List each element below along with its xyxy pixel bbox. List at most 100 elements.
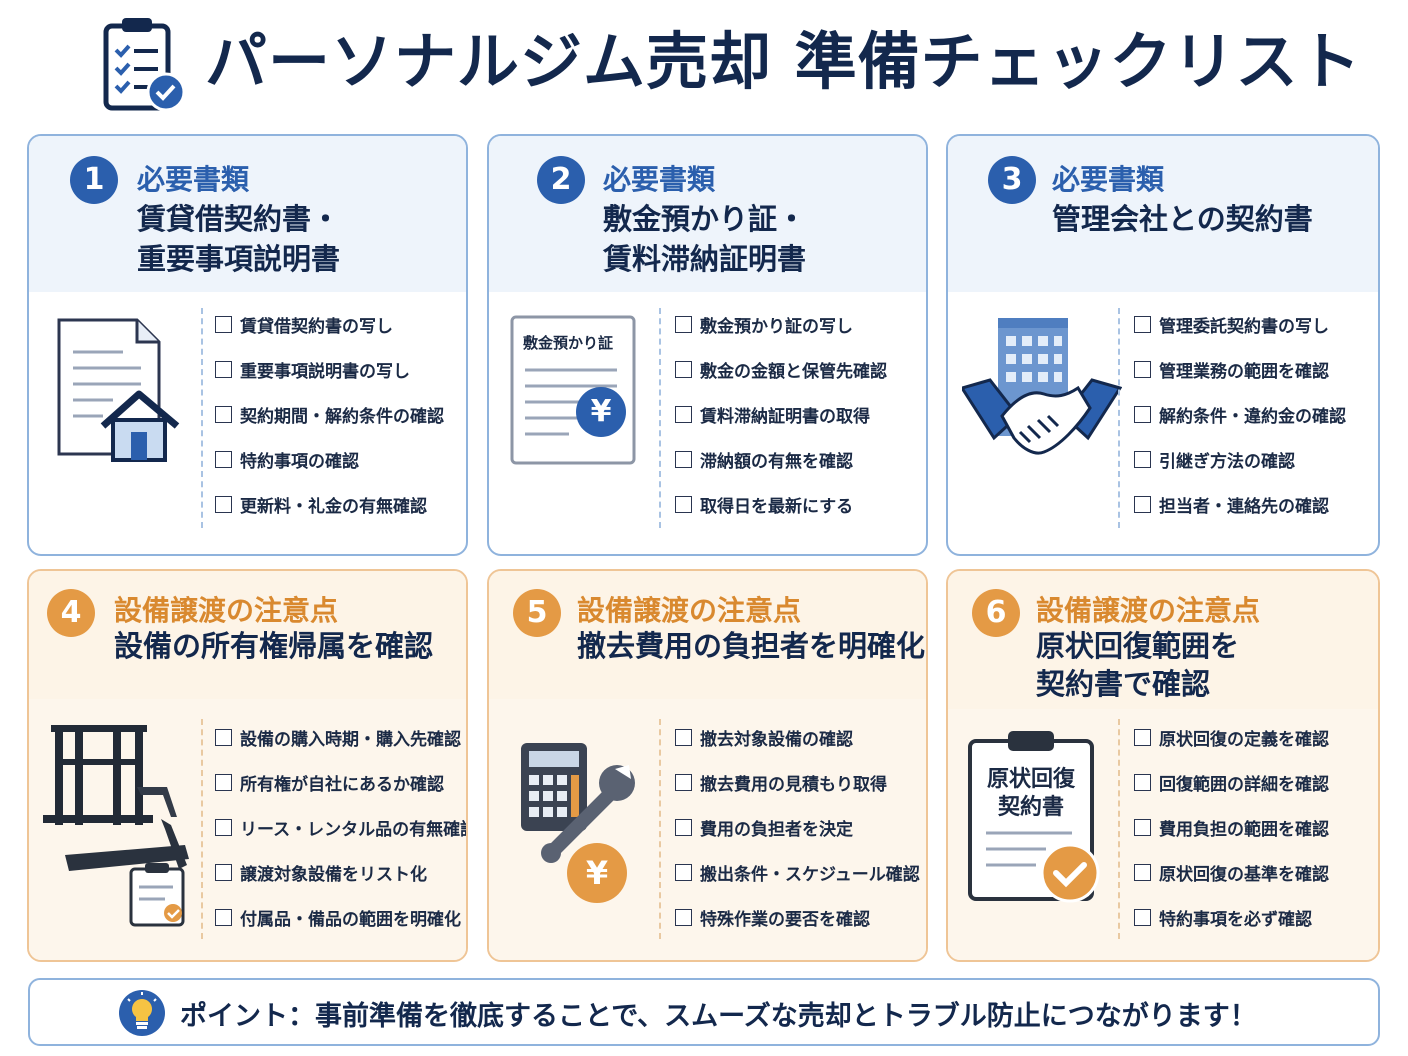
card-category: 必要書類 (603, 163, 716, 196)
card-title-line: 賃料滞納証明書 (603, 242, 807, 276)
checklist-item[interactable]: 担当者・連絡先の確認 (1134, 482, 1346, 527)
card-title-line: 管理会社との契約書 (1052, 202, 1313, 236)
checklist-item[interactable]: 譲渡対象設備をリスト化 (215, 850, 466, 895)
receipt-shape (510, 315, 636, 465)
dashed-divider (1118, 719, 1120, 939)
card-title-line: 賃貸借契約書・ (137, 202, 341, 236)
point-footer: ポイント：事前準備を徹底することで、スムーズな売却とトラブル防止につながります！ (28, 978, 1380, 1046)
checklist-item[interactable]: 撤去費用の見積もり取得 (675, 760, 920, 805)
checklist-item[interactable]: 撤去対象設備の確認 (675, 715, 920, 760)
checkbox[interactable] (1134, 316, 1151, 333)
checkbox[interactable] (1134, 864, 1151, 881)
card-5: 5 設備譲渡の注意点 撤去費用の負担者を明確化 ¥ 撤去対象設備の確認 撤去費用… (487, 569, 928, 962)
calculator-wrench-icon: ¥ (515, 739, 645, 907)
checklist: 撤去対象設備の確認 撤去費用の見積もり取得 費用の負担者を決定 搬出条件・スケジ… (675, 715, 920, 940)
checkbox[interactable] (215, 361, 232, 378)
dashed-divider (1118, 308, 1120, 528)
checkbox[interactable] (675, 451, 692, 468)
gym-equipment-icon (43, 725, 189, 927)
checklist-item[interactable]: 重要事項説明書の写し (215, 347, 444, 392)
checklist-item[interactable]: リース・レンタル品の有無確認 (215, 805, 466, 850)
card-6: 6 設備譲渡の注意点 原状回復範囲を 契約書で確認 原状回復 契約書 原状回復の… (946, 569, 1380, 962)
card-header (29, 571, 466, 699)
checklist-item[interactable]: 更新料・礼金の有無確認 (215, 482, 444, 527)
checkbox[interactable] (675, 316, 692, 333)
checkbox[interactable] (675, 406, 692, 423)
checkbox[interactable] (675, 864, 692, 881)
checklist-item[interactable]: 搬出条件・スケジュール確認 (675, 850, 920, 895)
checklist-item[interactable]: 取得日を最新にする (675, 482, 887, 527)
checkbox[interactable] (215, 451, 232, 468)
card-4: 4 設備譲渡の注意点 設備の所有権帰属を確認 設備の購入時期・購入先確認 所有権… (27, 569, 468, 962)
dashed-divider (659, 308, 661, 528)
card-title-line: 重要事項説明書 (137, 242, 341, 276)
checkbox[interactable] (675, 774, 692, 791)
checklist-item[interactable]: 契約期間・解約条件の確認 (215, 392, 444, 437)
checklist-item[interactable]: 回復範囲の詳細を確認 (1134, 760, 1329, 805)
checkbox[interactable] (215, 406, 232, 423)
lightbulb-icon (119, 990, 165, 1036)
checkbox[interactable] (215, 496, 232, 513)
checklist: 管理委託契約書の写し 管理業務の範囲を確認 解約条件・違約金の確認 引継ぎ方法の… (1134, 302, 1346, 527)
card-category: 必要書類 (137, 163, 250, 196)
checklist-item[interactable]: 賃貸借契約書の写し (215, 302, 444, 347)
document-house-icon (57, 318, 180, 462)
checklist: 賃貸借契約書の写し 重要事項説明書の写し 契約期間・解約条件の確認 特約事項の確… (215, 302, 444, 527)
clipboard-shape (968, 731, 1100, 903)
checklist-item[interactable]: 原状回復の基準を確認 (1134, 850, 1329, 895)
checklist-item[interactable]: 敷金預かり証の写し (675, 302, 887, 347)
checklist: 敷金預かり証の写し 敷金の金額と保管先確認 賃料滞納証明書の取得 滞納額の有無を… (675, 302, 887, 527)
dashed-divider (659, 719, 661, 939)
checklist-item[interactable]: 滞納額の有無を確認 (675, 437, 887, 482)
checkbox[interactable] (215, 909, 232, 926)
card-category: 設備譲渡の注意点 (1036, 594, 1261, 627)
checkbox[interactable] (215, 316, 232, 333)
checklist-item[interactable]: 引継ぎ方法の確認 (1134, 437, 1346, 482)
checkbox[interactable] (675, 819, 692, 836)
dashed-divider (201, 719, 203, 939)
checkbox[interactable] (215, 729, 232, 746)
checklist-item[interactable]: 費用の負担者を決定 (675, 805, 920, 850)
checkbox[interactable] (1134, 496, 1151, 513)
checkbox[interactable] (1134, 729, 1151, 746)
checklist-item[interactable]: 管理委託契約書の写し (1134, 302, 1346, 347)
checklist-item[interactable]: 費用負担の範囲を確認 (1134, 805, 1329, 850)
checklist-item[interactable]: 特約事項の確認 (215, 437, 444, 482)
card-title-line: 敷金預かり証・ (603, 202, 807, 236)
checkbox[interactable] (215, 774, 232, 791)
checklist-item[interactable]: 特殊作業の要否を確認 (675, 895, 920, 940)
checklist-item[interactable]: 特約事項を必ず確認 (1134, 895, 1329, 940)
checkbox[interactable] (215, 819, 232, 836)
checklist-item[interactable]: 付属品・備品の範囲を明確化 (215, 895, 466, 940)
checklist-item[interactable]: 賃料滞納証明書の取得 (675, 392, 887, 437)
checklist-item[interactable]: 所有権が自社にあるか確認 (215, 760, 466, 805)
checklist-item[interactable]: 原状回復の定義を確認 (1134, 715, 1329, 760)
dashed-divider (201, 308, 203, 528)
checkbox[interactable] (675, 361, 692, 378)
receipt-label: 敷金預かり証 (523, 334, 614, 352)
checkbox[interactable] (1134, 406, 1151, 423)
card-header (489, 571, 926, 699)
checklist-item[interactable]: 解約条件・違約金の確認 (1134, 392, 1346, 437)
checkbox[interactable] (1134, 451, 1151, 468)
checkbox[interactable] (1134, 909, 1151, 926)
card-header (948, 571, 1378, 709)
checklist-item[interactable]: 設備の購入時期・購入先確認 (215, 715, 466, 760)
clipboard-label-line: 原状回復 (986, 767, 1075, 792)
checklist-item[interactable]: 管理業務の範囲を確認 (1134, 347, 1346, 392)
card-title-line: 設備の所有権帰属を確認 (114, 629, 434, 663)
checkbox[interactable] (215, 864, 232, 881)
card-title-line: 撤去費用の負担者を明確化 (577, 629, 926, 663)
card-1: 1 必要書類 賃貸借契約書・ 重要事項説明書 賃貸借契約書の写し 重要事項説明書… (27, 134, 468, 556)
calculator-wrench-shape (521, 743, 635, 903)
page-header: パーソナルジム売却 準備チェックリスト (0, 0, 1408, 125)
card-3: 3 必要書類 管理会社との契約書 管理委託契約書の写し 管理業務の範囲を確認 解… (946, 134, 1380, 556)
checkbox[interactable] (675, 729, 692, 746)
checkbox[interactable] (1134, 819, 1151, 836)
checkbox[interactable] (675, 496, 692, 513)
checkbox[interactable] (675, 909, 692, 926)
checkbox[interactable] (1134, 774, 1151, 791)
yen-symbol: ¥ (590, 394, 612, 429)
checkbox[interactable] (1134, 361, 1151, 378)
checklist-item[interactable]: 敷金の金額と保管先確認 (675, 347, 887, 392)
